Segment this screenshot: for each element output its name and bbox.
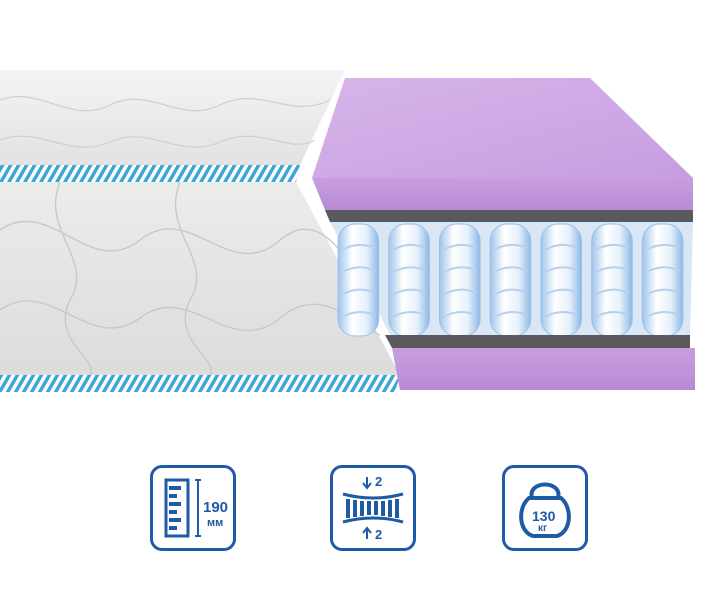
cover-top-quilting [0, 95, 331, 148]
kettlebell-icon [519, 482, 571, 538]
spring-coil [594, 243, 630, 252]
pocket-spring [388, 223, 430, 337]
spring-coil [340, 288, 377, 297]
spring-coil [492, 243, 529, 252]
spring-coil [644, 288, 681, 297]
spring-coil [644, 243, 681, 252]
stiffness-top-value: 2 [375, 474, 383, 489]
spring-coil [492, 288, 529, 297]
cover-stripe-top [0, 165, 300, 182]
foam-top-layer [312, 78, 693, 210]
height-unit: мм [207, 517, 224, 529]
spring-coil [492, 311, 529, 319]
load-badge: 130 кг [502, 465, 588, 551]
stiffness-bottom-value: 2 [375, 527, 383, 542]
spring-coil [594, 311, 630, 319]
spring-coil [644, 266, 681, 274]
foam-top-front [312, 178, 693, 210]
cover-top-surface [0, 70, 345, 165]
spring-coil [441, 243, 478, 252]
pocket-spring [641, 223, 684, 337]
pocket-springs-block [330, 222, 693, 338]
spring-coil [441, 311, 478, 319]
pocket-spring [489, 223, 532, 337]
felt-top-layer [325, 210, 693, 222]
spring-coil [644, 311, 681, 319]
pocket-spring [540, 223, 583, 337]
spring-block-stiffness-icon [342, 477, 404, 539]
pocket-spring [439, 223, 481, 337]
ruler-height-icon [164, 478, 201, 538]
foam-bottom-layer [392, 348, 695, 390]
spring-coil [543, 266, 579, 274]
spring-coil [594, 266, 630, 274]
spring-row [337, 223, 684, 337]
pocket-spring [591, 223, 633, 337]
spring-coil [391, 288, 427, 297]
spring-coil [441, 288, 478, 297]
felt-bottom-layer [385, 335, 690, 348]
spring-coil [594, 288, 630, 297]
foam-top-surface [312, 78, 693, 178]
spring-coil [543, 243, 579, 252]
spring-coil [391, 266, 427, 274]
spring-coil [391, 243, 427, 252]
cover-stripe-bottom [0, 375, 400, 392]
spring-coil [543, 288, 579, 297]
load-unit: кг [538, 523, 548, 534]
spring-coil [441, 266, 478, 274]
spring-coil [340, 266, 377, 274]
spring-coil [391, 311, 427, 319]
stiffness-badge: 2 2 [330, 465, 416, 551]
height-value: 190 [203, 499, 229, 516]
spring-coil [492, 266, 529, 274]
spring-coil [340, 243, 377, 252]
height-badge: 190 мм [150, 465, 236, 551]
spring-coil [543, 311, 579, 319]
pocket-spring [337, 223, 380, 337]
spring-coil [340, 311, 377, 319]
quilted-cover [0, 70, 400, 392]
cover-side-quilting [0, 181, 381, 376]
load-value: 130 [532, 508, 556, 524]
